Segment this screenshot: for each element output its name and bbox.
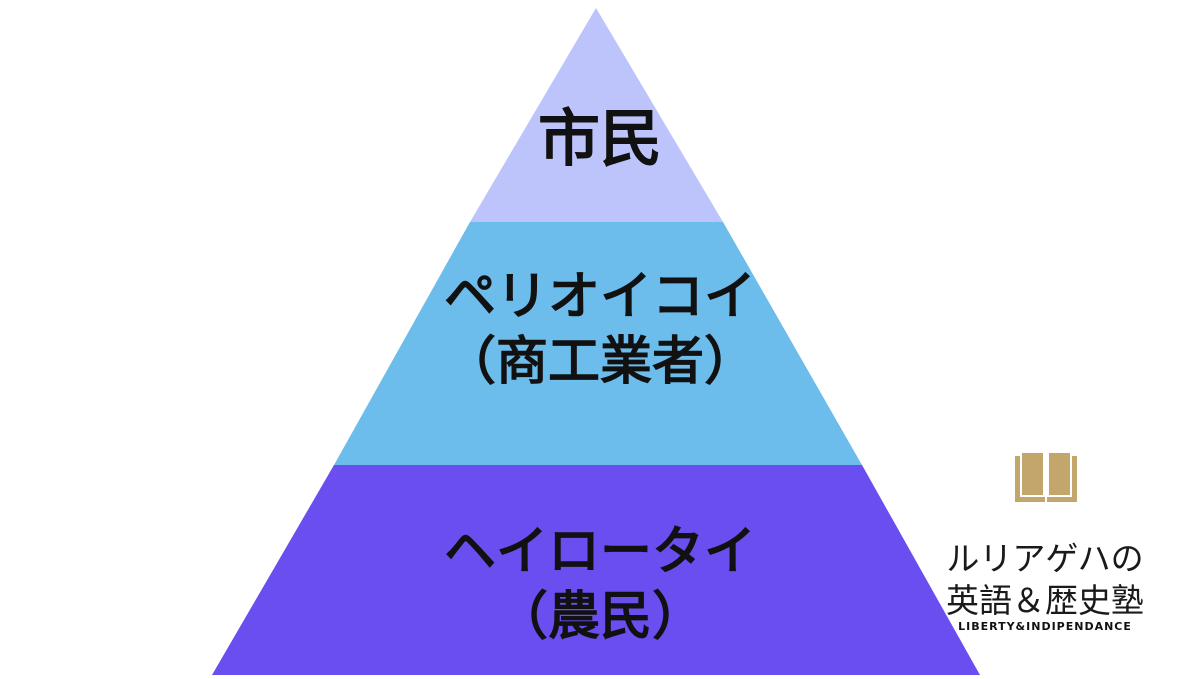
tier-bottom-shape	[212, 465, 980, 675]
tier-middle-label-line-1: ペリオイコイ	[443, 267, 756, 327]
brand-logo: ルリアゲハの 英語＆歴史塾 LIBERTY&INDIPENDANCE	[930, 450, 1160, 640]
tier-top-label-line: 市民	[537, 102, 662, 175]
logo-name-line-2: 英語＆歴史塾	[946, 581, 1144, 620]
tier-middle-label: ペリオイコイ （商工業者）	[380, 265, 820, 395]
open-book-icon	[1015, 452, 1077, 502]
tier-top-shape	[470, 8, 723, 222]
tier-middle-shape	[334, 222, 862, 465]
tier-top-label: 市民	[380, 100, 820, 178]
tier-middle-label-line-2: （商工業者）	[443, 332, 756, 392]
logo-name-line-1: ルリアゲハの	[946, 539, 1144, 578]
tier-bottom-label-line-2: （農民）	[495, 587, 704, 647]
tier-bottom-label: ヘイロータイ （農民）	[380, 520, 820, 650]
logo-tagline: LIBERTY&INDIPENDANCE	[958, 620, 1132, 633]
tier-bottom-label-line-1: ヘイロータイ	[443, 522, 756, 582]
